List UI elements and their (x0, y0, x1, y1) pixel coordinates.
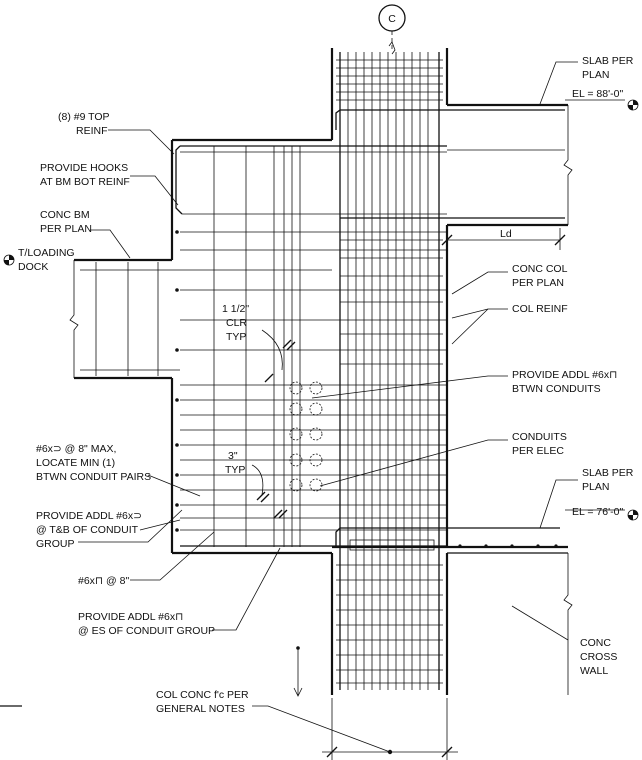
conduit (309, 453, 323, 467)
svg-text:GROUP: GROUP (36, 538, 75, 550)
conduit (309, 381, 323, 395)
svg-text:PER PLAN: PER PLAN (512, 277, 564, 289)
svg-text:WALL: WALL (580, 665, 608, 677)
svg-text:BTWN CONDUITS: BTWN CONDUITS (512, 383, 601, 395)
beam-bar-dots (175, 230, 179, 532)
svg-text:TYP: TYP (225, 464, 245, 476)
note-top-reinf: (8) #9 TOP REINF (58, 111, 110, 137)
grid-label: C (388, 13, 396, 25)
note-conduits: CONDUITS PER ELEC (512, 431, 567, 457)
note-cross-wall: CONC CROSS WALL (580, 637, 617, 677)
elevation-marker-top (627, 99, 639, 111)
beam-stub-bars (80, 262, 332, 376)
svg-text:AT BM BOT REINF: AT BM BOT REINF (40, 176, 130, 188)
svg-text:GENERAL NOTES: GENERAL NOTES (156, 703, 245, 715)
svg-text:BTWN CONDUIT PAIRS: BTWN CONDUIT PAIRS (36, 471, 151, 483)
svg-text:DOCK: DOCK (18, 261, 48, 273)
svg-text:1 1/2": 1 1/2" (222, 303, 249, 315)
ld-label: Ld (500, 228, 512, 240)
note-addl-es: PROVIDE ADDL #6x⊓ @ ES OF CONDUIT GROUP (78, 611, 215, 637)
clearance-ticks (256, 339, 296, 519)
note-addl-btwn: PROVIDE ADDL #6x⊓ BTWN CONDUITS (512, 369, 617, 395)
note-col-conc: COL CONC f'c PER GENERAL NOTES (156, 689, 249, 715)
svg-text:CLR: CLR (226, 317, 247, 329)
slab-bar-dots (458, 544, 558, 548)
note-spacing-3: 3" TYP (225, 450, 245, 476)
svg-text:#6x⊓ @ 8": #6x⊓ @ 8" (78, 575, 129, 587)
el-top: EL = 88'-0" (572, 88, 623, 100)
conduit (289, 478, 303, 492)
svg-text:#6x⊃ @ 8" MAX,: #6x⊃ @ 8" MAX, (36, 443, 116, 455)
svg-text:(8) #9 TOP: (8) #9 TOP (58, 111, 110, 123)
svg-text:PER PLAN: PER PLAN (40, 223, 92, 235)
svg-text:SLAB PER: SLAB PER (582, 55, 634, 67)
note-slab-bot: SLAB PER PLAN (582, 467, 634, 493)
conduit (309, 402, 323, 416)
svg-text:CONDUITS: CONDUITS (512, 431, 567, 443)
note-ties-8max: #6x⊃ @ 8" MAX, LOCATE MIN (1) BTWN CONDU… (36, 443, 151, 483)
elevation-marker-dock (3, 254, 15, 266)
conduit (289, 381, 303, 395)
ld-dimension: Ld (441, 228, 566, 250)
beam-horizontal-bars (180, 231, 447, 519)
note-clr: 1 1/2" CLR TYP (222, 303, 249, 343)
bottom-dimension (322, 698, 458, 760)
conduit (309, 427, 323, 441)
column-vertical-bars (339, 52, 440, 690)
svg-text:CONC COL: CONC COL (512, 263, 568, 275)
svg-text:CONC: CONC (580, 637, 611, 649)
grid-bubble: C (378, 4, 406, 55)
svg-text:TYP: TYP (226, 331, 246, 343)
beam-stirrups (180, 146, 447, 547)
svg-text:SLAB PER: SLAB PER (582, 467, 634, 479)
note-slab-top: SLAB PER PLAN (582, 55, 634, 81)
column-ties-upper (336, 59, 443, 365)
svg-text:LOCATE MIN (1): LOCATE MIN (1) (36, 457, 115, 469)
el-bot: EL = 76'-0" (572, 506, 623, 518)
svg-text:3": 3" (228, 450, 238, 462)
svg-text:@ ES OF CONDUIT GROUP: @ ES OF CONDUIT GROUP (78, 625, 215, 637)
svg-text:PER ELEC: PER ELEC (512, 445, 564, 457)
svg-text:PROVIDE ADDL #6x⊓: PROVIDE ADDL #6x⊓ (78, 611, 183, 623)
svg-text:COL REINF: COL REINF (512, 303, 568, 315)
elevation-marker-bottom (627, 509, 639, 521)
lower-column-outline (330, 527, 573, 695)
note-loading-dock: T/LOADING DOCK (18, 247, 75, 273)
svg-text:PLAN: PLAN (582, 481, 609, 493)
note-hooks: PROVIDE HOOKS AT BM BOT REINF (40, 162, 130, 188)
conduit (289, 427, 303, 441)
conduit-group (289, 381, 323, 492)
note-conc-bm: CONC BM PER PLAN (40, 209, 92, 235)
note-conc-col: CONC COL PER PLAN (512, 263, 568, 289)
conduit (289, 453, 303, 467)
svg-text:CONC BM: CONC BM (40, 209, 90, 221)
note-col-reinf: COL REINF (512, 303, 568, 315)
column-upper-outline (330, 48, 449, 140)
upper-slab (335, 103, 573, 547)
svg-text:COL CONC f'c PER: COL CONC f'c PER (156, 689, 249, 701)
svg-text:PROVIDE ADDL #6x⊓: PROVIDE ADDL #6x⊓ (512, 369, 617, 381)
note-addl-tb: PROVIDE ADDL #6x⊃ @ T&B OF CONDUIT GROUP (36, 510, 142, 550)
svg-text:PROVIDE ADDL #6x⊃: PROVIDE ADDL #6x⊃ (36, 510, 142, 522)
note-ties-8: #6x⊓ @ 8" (78, 575, 129, 587)
svg-text:PLAN: PLAN (582, 69, 609, 81)
conduit (309, 478, 323, 492)
leaders (0, 61, 625, 753)
svg-text:T/LOADING: T/LOADING (18, 247, 75, 259)
conduit (289, 402, 303, 416)
beam-top-reinf (175, 145, 447, 215)
beam-outline (69, 138, 332, 555)
lower-column-ties (336, 564, 443, 684)
svg-text:PROVIDE HOOKS: PROVIDE HOOKS (40, 162, 128, 174)
svg-text:CROSS: CROSS (580, 651, 617, 663)
svg-text:REINF: REINF (76, 125, 108, 137)
svg-text:@ T&B OF CONDUIT: @ T&B OF CONDUIT (36, 524, 139, 536)
